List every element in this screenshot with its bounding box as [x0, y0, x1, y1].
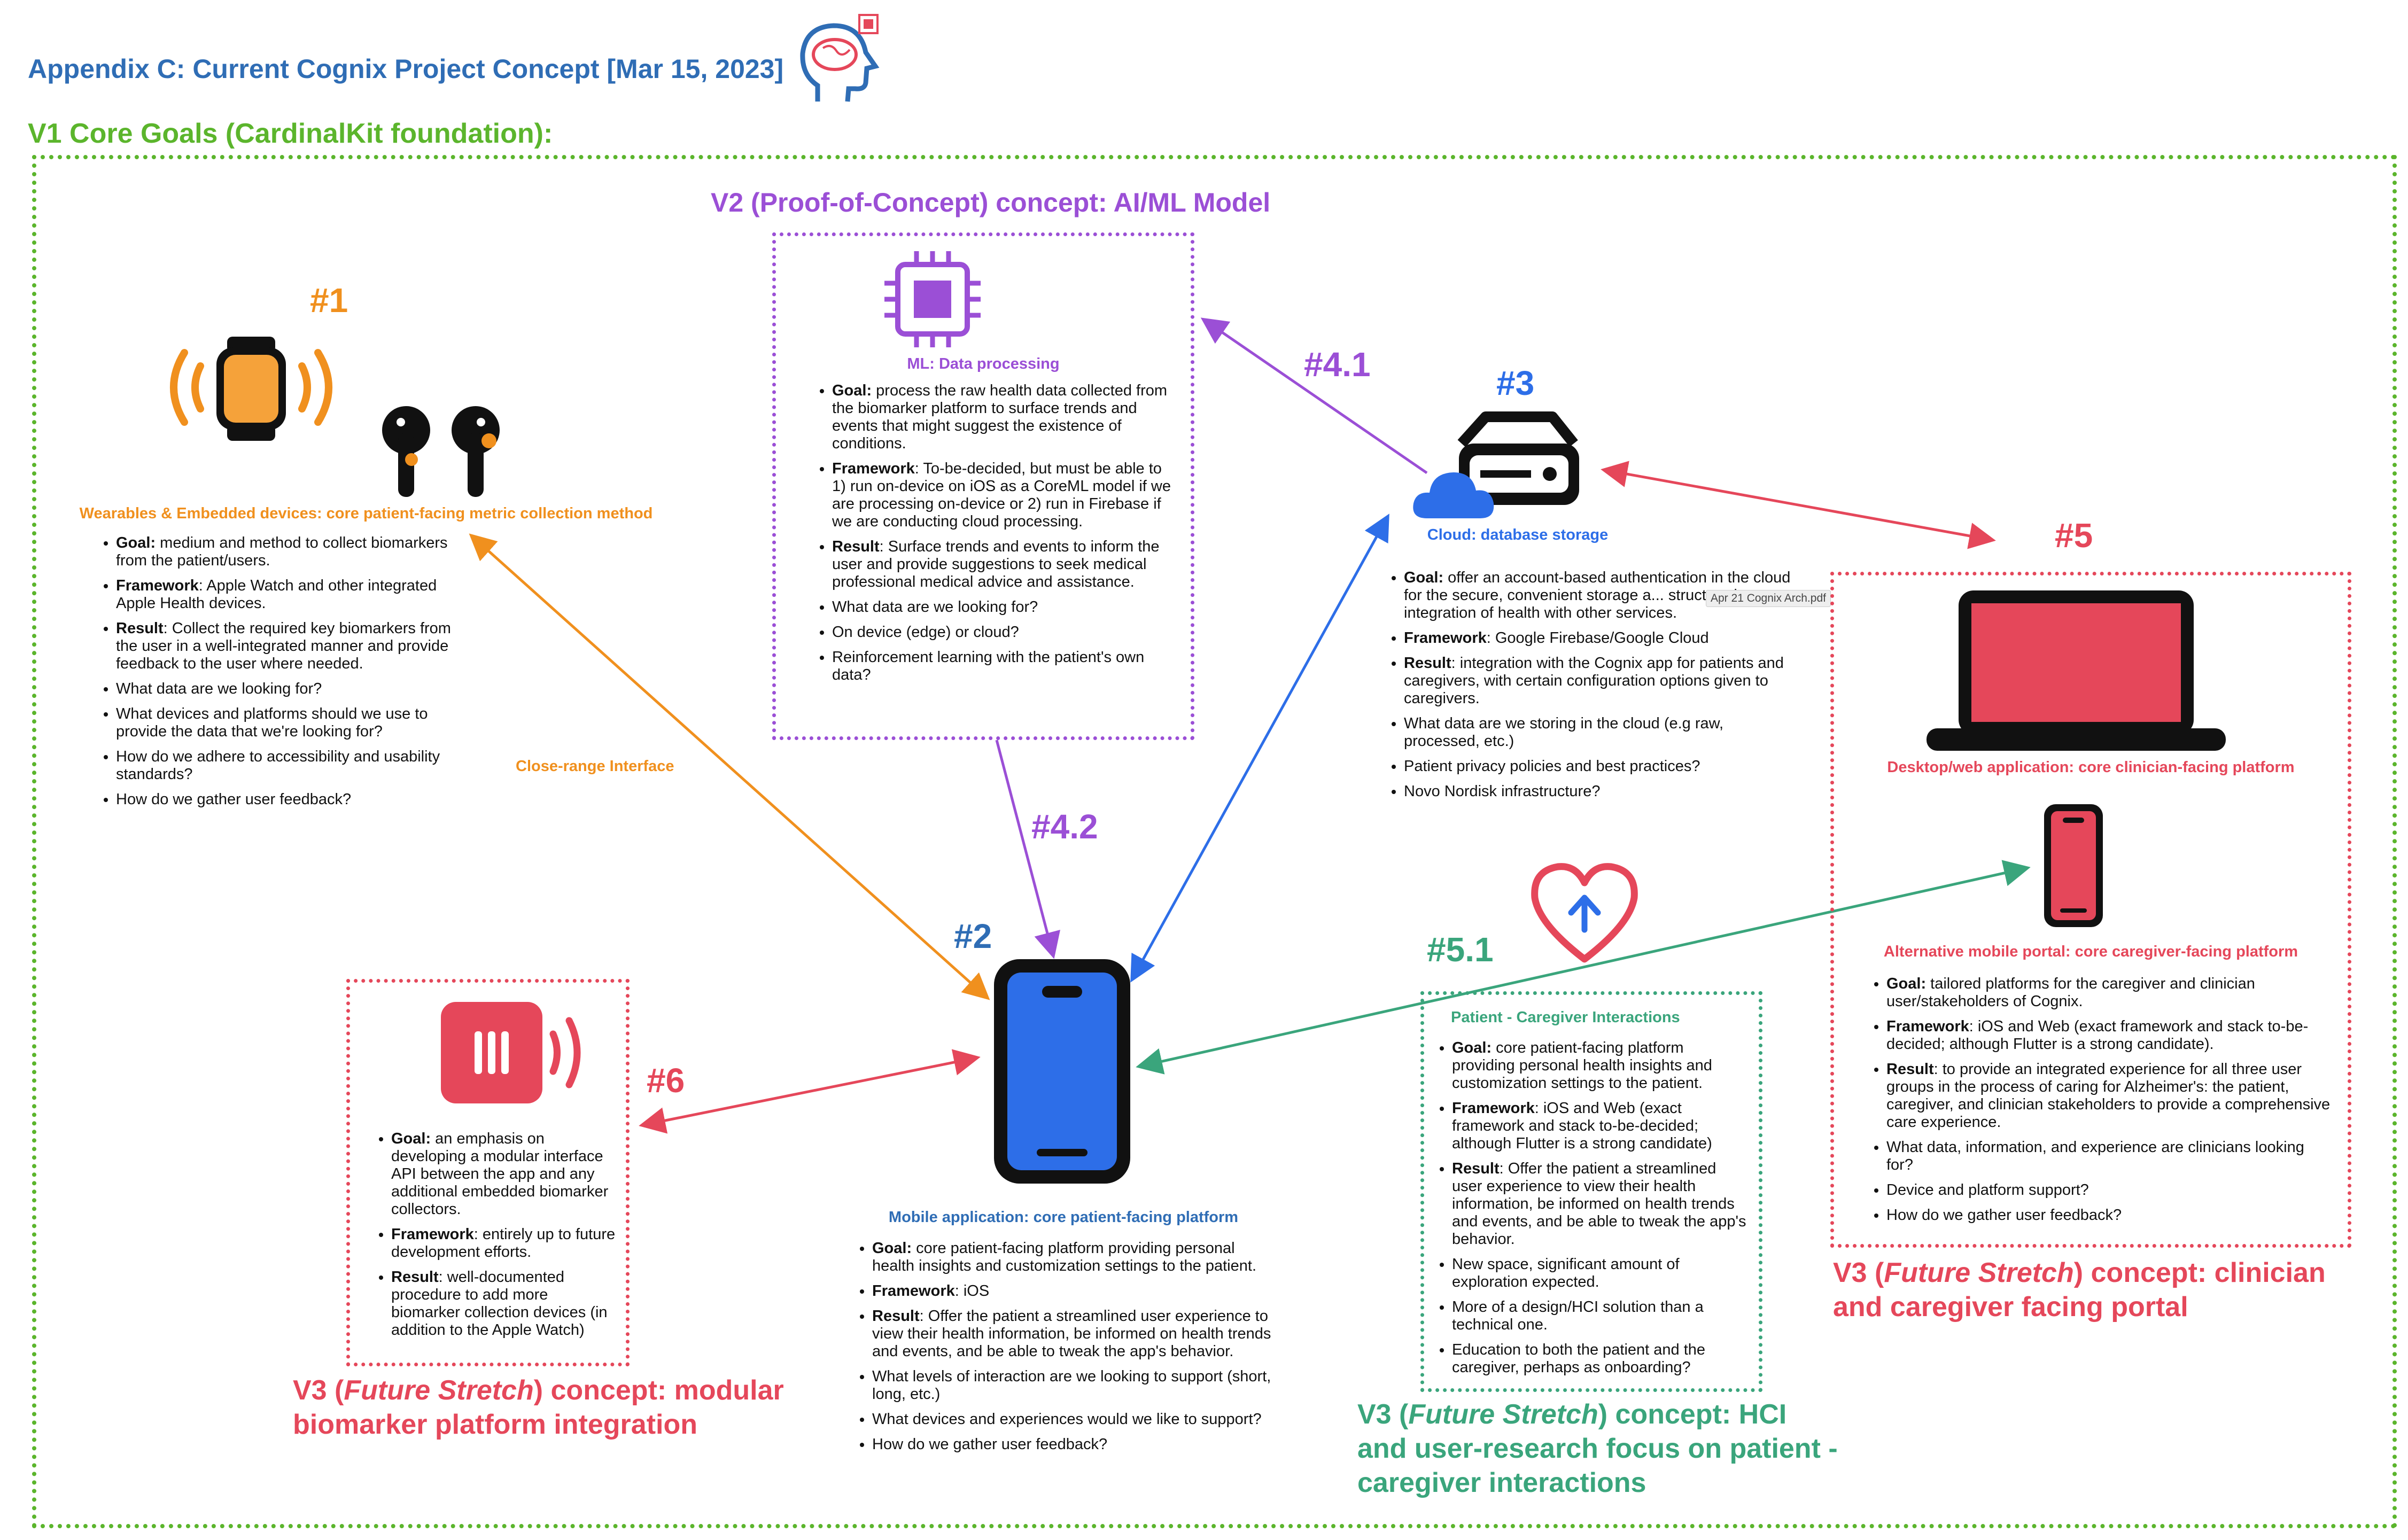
- v2-heading: V2 (Proof-of-Concept) concept: AI/ML Mod…: [711, 188, 1271, 217]
- n6-v3-title: V3 (Future Stretch) concept: modular bio…: [293, 1375, 784, 1440]
- brain-chip-icon: [800, 14, 880, 102]
- label-n5: #5: [2055, 516, 2093, 555]
- label-n1: #1: [310, 281, 348, 320]
- arrow-1-2: [469, 533, 990, 1000]
- close-range-label: Close-range Interface: [516, 758, 674, 775]
- n3-details: Goal: offer an account-based authenticat…: [1376, 569, 1793, 808]
- n5-box: [1830, 572, 2351, 1248]
- earbuds-icon: [382, 406, 500, 497]
- watch-icon: [170, 337, 332, 441]
- v1-core-goals-region: [32, 155, 2397, 1528]
- heart-arrow-icon: [1531, 863, 1638, 963]
- n51-caption: Patient - Caregiver Interactions: [1451, 1009, 1680, 1026]
- n5-desktop-caption: Desktop/web application: core clinician-…: [1887, 759, 2295, 776]
- ml-box: [772, 232, 1194, 740]
- n2-caption: Mobile application: core patient-facing …: [888, 1209, 1239, 1226]
- n1-caption: Wearables & Embedded devices: core patie…: [79, 505, 653, 522]
- label-n4-1: #4.1: [1304, 345, 1371, 384]
- label-n3: #3: [1496, 364, 1535, 402]
- v1-heading: V1 Core Goals (CardinalKit foundation):: [28, 118, 553, 149]
- arrow-4-1: [1200, 317, 1428, 475]
- page-title: Appendix C: Current Cognix Project Conce…: [28, 54, 784, 84]
- label-n6: #6: [647, 1061, 685, 1100]
- arrow-3-5: [1601, 461, 1996, 549]
- cloud-icon: [1413, 472, 1494, 518]
- ml-caption: ML: Data processing: [907, 355, 1060, 372]
- n3-caption: Cloud: database storage: [1427, 526, 1609, 543]
- label-n4-2: #4.2: [1031, 807, 1098, 846]
- n6-details: Goal: an emphasis on developing a modula…: [363, 1130, 620, 1347]
- arrow-2-5: [1136, 860, 2031, 1075]
- n51-v3-title: V3 (Future Stretch) concept: HCI and use…: [1357, 1399, 1838, 1498]
- arrow-4-2: [995, 740, 1061, 959]
- phone-icon-patient: [994, 959, 1130, 1184]
- n6-box: [346, 979, 630, 1366]
- label-n5-1: #5.1: [1427, 930, 1494, 969]
- n2-details: Goal: core patient-facing platform provi…: [844, 1240, 1272, 1461]
- n51-box: [1420, 991, 1762, 1392]
- ml-details: Goal: process the raw health data collec…: [804, 382, 1178, 691]
- n5-mobile-caption: Alternative mobile portal: core caregive…: [1883, 943, 2298, 960]
- n1-details: Goal: medium and method to collect bioma…: [88, 534, 473, 816]
- arrow-6-2: [639, 1049, 981, 1134]
- chip-icon: [884, 251, 981, 347]
- file-tooltip: Apr 21 Cognix Arch.pdf: [1706, 590, 1831, 607]
- phone-icon-caregiver: [2044, 804, 2103, 927]
- n5-v3-title: V3 (Future Stretch) concept: clinician a…: [1833, 1257, 2326, 1323]
- label-n2: #2: [954, 917, 992, 955]
- n5-details: Goal: tailored platforms for the caregiv…: [1859, 975, 2334, 1232]
- laptop-icon: [1927, 590, 2226, 751]
- modular-device-icon: [441, 1002, 581, 1103]
- n51-details: Goal: core patient-facing platform provi…: [1424, 1039, 1750, 1384]
- server-icon: [1457, 411, 1579, 505]
